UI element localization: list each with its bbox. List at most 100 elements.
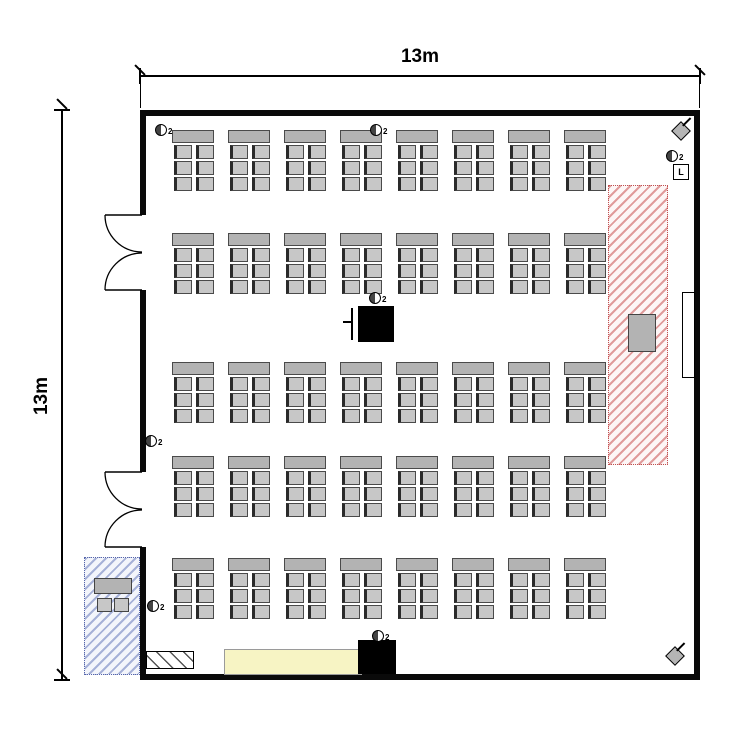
chair (196, 161, 214, 175)
desk-cluster (508, 456, 550, 517)
desk (340, 558, 382, 571)
chair (342, 161, 360, 175)
chair (252, 248, 270, 262)
chair (476, 161, 494, 175)
ceiling-light-icon: 2 (370, 124, 387, 136)
ceiling-light-icon: 2 (666, 150, 683, 162)
chair (364, 377, 382, 391)
chair (196, 248, 214, 262)
desk-cluster (508, 130, 550, 191)
chair (286, 503, 304, 517)
chair (252, 145, 270, 159)
chair (252, 280, 270, 294)
chair (510, 377, 528, 391)
chair (588, 161, 606, 175)
chair (308, 145, 326, 159)
chair-row (172, 248, 214, 262)
chair (398, 161, 416, 175)
chair (510, 280, 528, 294)
desk (172, 233, 214, 246)
chair (398, 377, 416, 391)
wall-left-lower (140, 547, 146, 680)
desk (172, 130, 214, 143)
desk (284, 130, 326, 143)
chair-row (396, 471, 438, 485)
chair (174, 605, 192, 619)
desk-cluster (340, 233, 382, 294)
extension-line (699, 84, 700, 108)
chair-row (564, 248, 606, 262)
chair (398, 487, 416, 501)
chair-row (508, 248, 550, 262)
chair-row (452, 145, 494, 159)
chair-row (228, 589, 270, 603)
chair (420, 589, 438, 603)
chair (510, 248, 528, 262)
chair (476, 393, 494, 407)
chair (286, 145, 304, 159)
chair-row (284, 248, 326, 262)
chair (420, 377, 438, 391)
chair-row (452, 393, 494, 407)
chair (196, 145, 214, 159)
chair (230, 145, 248, 159)
chair (532, 487, 550, 501)
chair (510, 393, 528, 407)
ceiling-light-icon: 2 (372, 630, 389, 642)
desk (340, 233, 382, 246)
speaker-line-glyph (676, 642, 685, 652)
chair (510, 145, 528, 159)
desk (452, 233, 494, 246)
chair-row (564, 280, 606, 294)
chair (230, 589, 248, 603)
chair-row (508, 409, 550, 423)
chair (476, 487, 494, 501)
chair (420, 573, 438, 587)
chair (342, 393, 360, 407)
chair (476, 605, 494, 619)
chair (342, 589, 360, 603)
chair (364, 409, 382, 423)
chair-row (564, 145, 606, 159)
desk (508, 233, 550, 246)
desk (228, 558, 270, 571)
dimension-line-top (140, 75, 700, 77)
chair (230, 264, 248, 278)
projector-stand (351, 308, 353, 340)
light-switch-label: L (678, 167, 684, 177)
desk-cluster (172, 456, 214, 517)
chair (566, 409, 584, 423)
chair-row (508, 377, 550, 391)
chair-row (340, 573, 382, 587)
chair (364, 487, 382, 501)
chair (566, 487, 584, 501)
chair (398, 471, 416, 485)
chair (364, 264, 382, 278)
chair (342, 471, 360, 485)
chair-row (452, 177, 494, 191)
fixture-count: 2 (160, 603, 165, 612)
desk (228, 233, 270, 246)
desk (396, 130, 438, 143)
chair (342, 177, 360, 191)
chair (532, 589, 550, 603)
chair (252, 264, 270, 278)
chair (510, 409, 528, 423)
desk-cluster (284, 130, 326, 191)
chair (398, 393, 416, 407)
ceiling-light-icon: 2 (369, 292, 386, 304)
chair-row (396, 177, 438, 191)
chair (566, 280, 584, 294)
chair (342, 605, 360, 619)
chair (454, 280, 472, 294)
chair-row (508, 503, 550, 517)
desk-cluster (396, 233, 438, 294)
chair (566, 264, 584, 278)
chair (252, 487, 270, 501)
light-switch-box: L (673, 164, 689, 180)
chair-row (396, 503, 438, 517)
chair (230, 177, 248, 191)
chair (342, 280, 360, 294)
desk-cluster (228, 362, 270, 423)
desk-cluster (564, 456, 606, 517)
